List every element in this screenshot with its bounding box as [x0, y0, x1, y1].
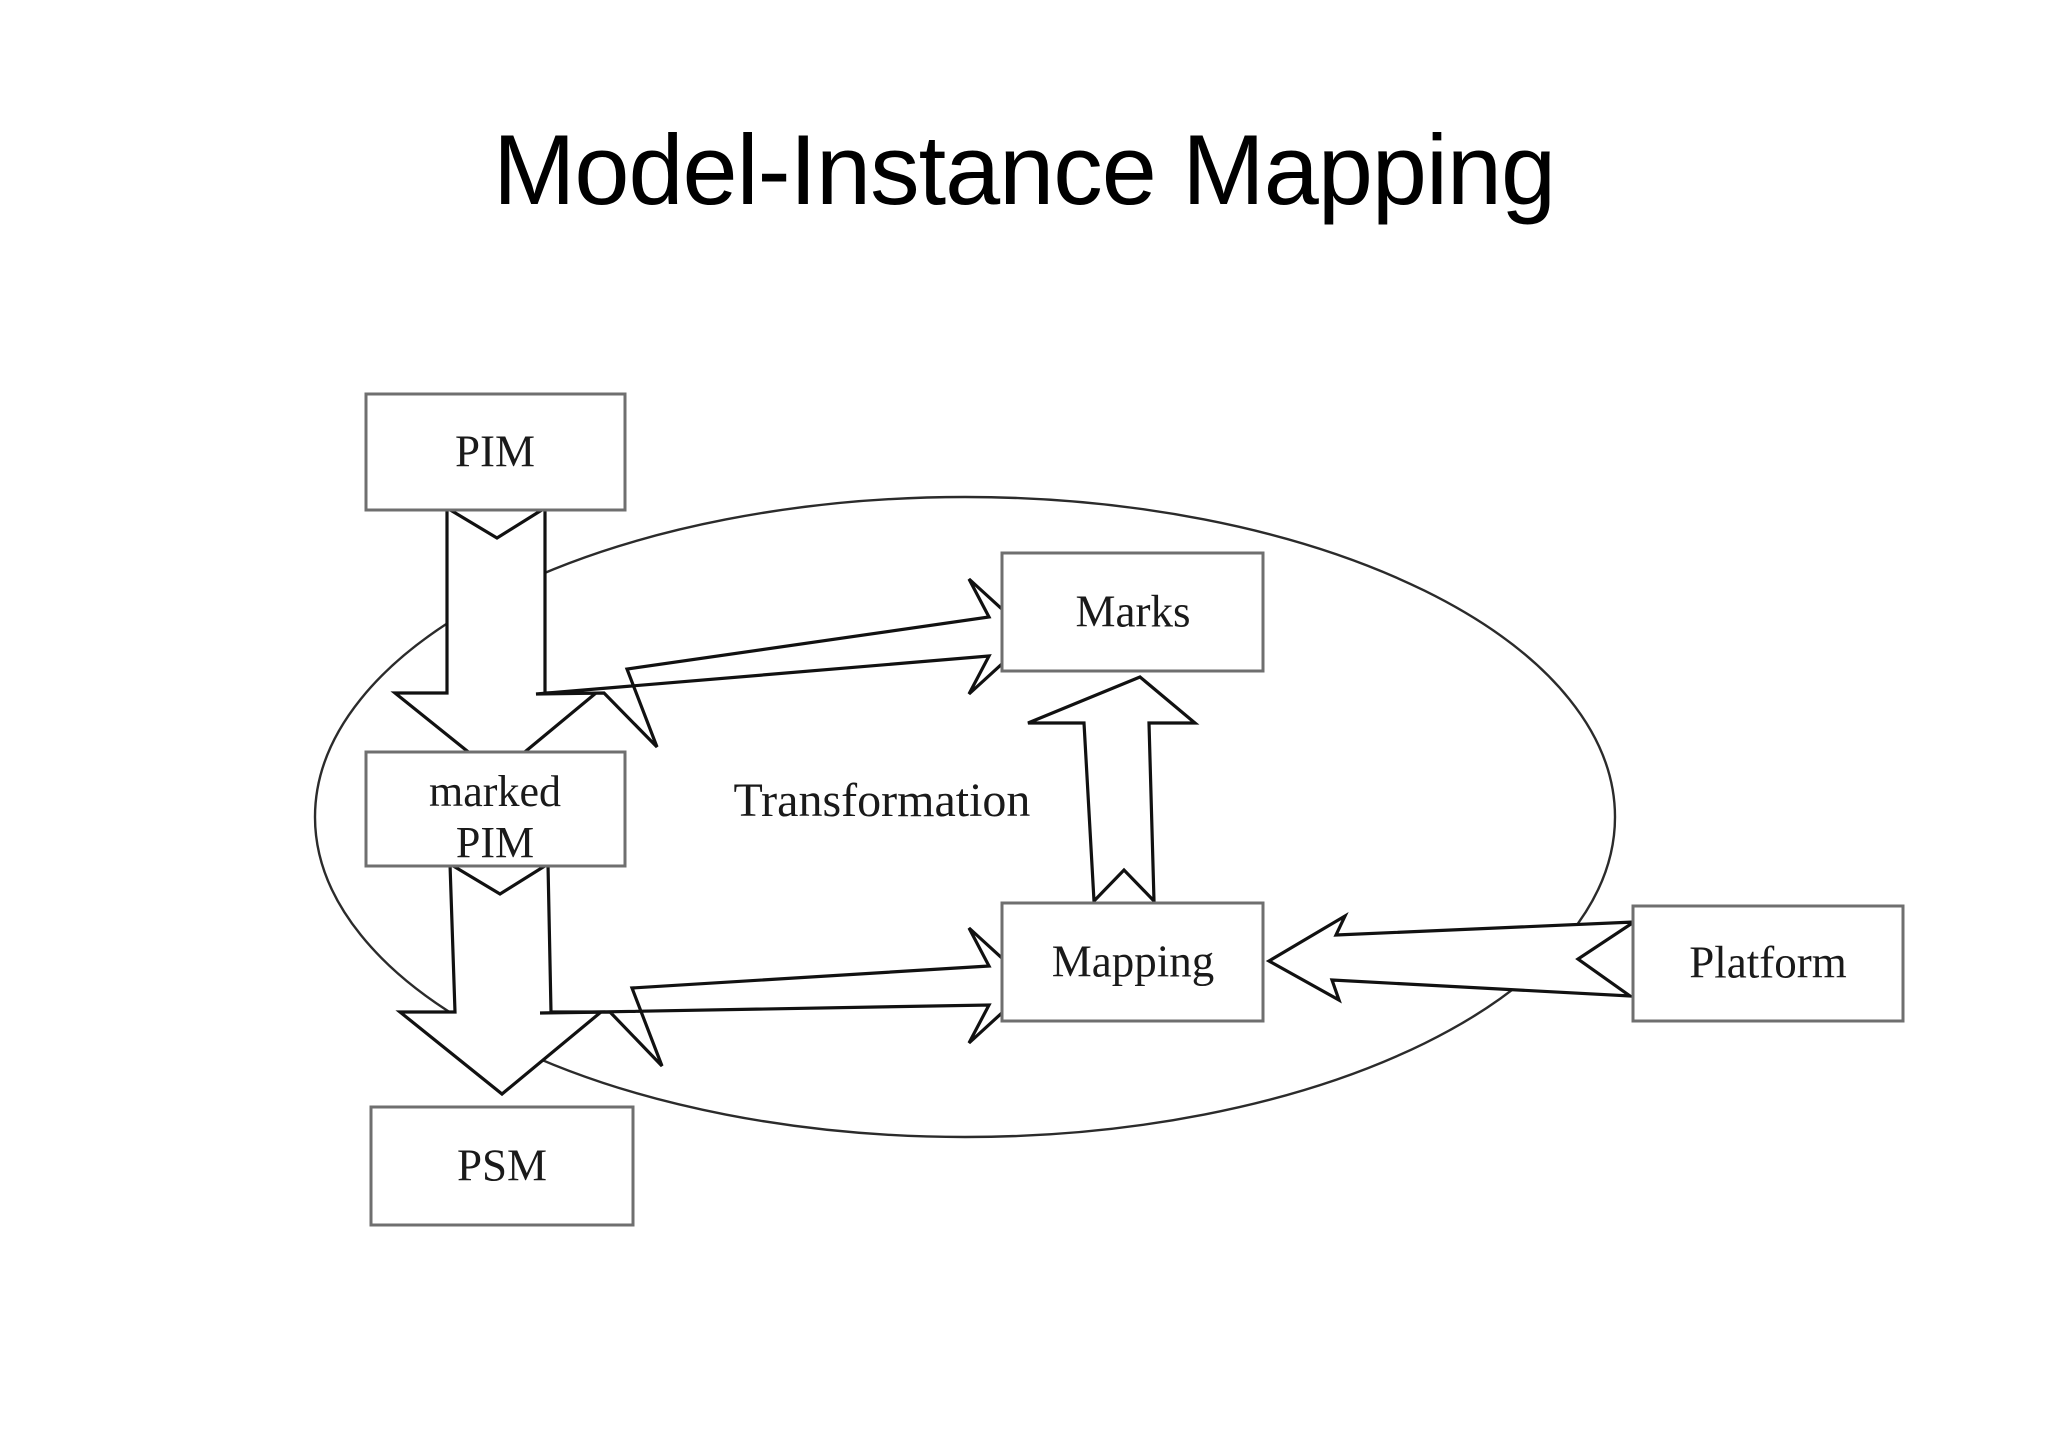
node-marks[interactable]: Marks — [1000, 551, 1265, 673]
node-marks-label: Marks — [1076, 586, 1191, 636]
node-pim[interactable]: PIM — [364, 392, 627, 512]
arrow-mapping-to-psm — [539, 926, 1006, 1068]
arrow-marks-to-marked-pim — [535, 577, 1006, 749]
node-platform-label: Platform — [1689, 937, 1846, 987]
node-marked-pim-label-line2: PIM — [456, 818, 534, 867]
arrow-platform-to-mapping — [1265, 911, 1640, 1004]
transformation-ellipse — [313, 495, 1617, 1139]
node-psm[interactable]: PSM — [369, 1105, 635, 1227]
arrow-marked-pim-to-psm — [395, 861, 606, 1097]
page-title: Model-Instance Mapping — [492, 114, 1556, 225]
node-marked-pim[interactable]: marked PIM — [364, 750, 627, 868]
arrow-mapping-to-marks — [1027, 675, 1200, 906]
node-platform-box[interactable] — [1631, 904, 1905, 1023]
node-psm-box[interactable] — [369, 1105, 635, 1227]
node-mapping[interactable]: Mapping — [1000, 901, 1265, 1023]
node-marks-box[interactable] — [1000, 551, 1265, 673]
arrow-pim-to-marked-pim — [390, 505, 601, 778]
node-pim-box[interactable] — [364, 392, 627, 512]
node-pim-label: PIM — [455, 426, 535, 476]
node-marked-pim-box[interactable] — [364, 750, 627, 868]
node-mapping-label: Mapping — [1052, 936, 1215, 986]
transformation-label: Transformation — [734, 774, 1031, 827]
node-platform[interactable]: Platform — [1631, 904, 1905, 1023]
node-marked-pim-label-line1: marked — [429, 767, 561, 816]
node-psm-label: PSM — [457, 1140, 547, 1190]
node-mapping-box[interactable] — [1000, 901, 1265, 1023]
